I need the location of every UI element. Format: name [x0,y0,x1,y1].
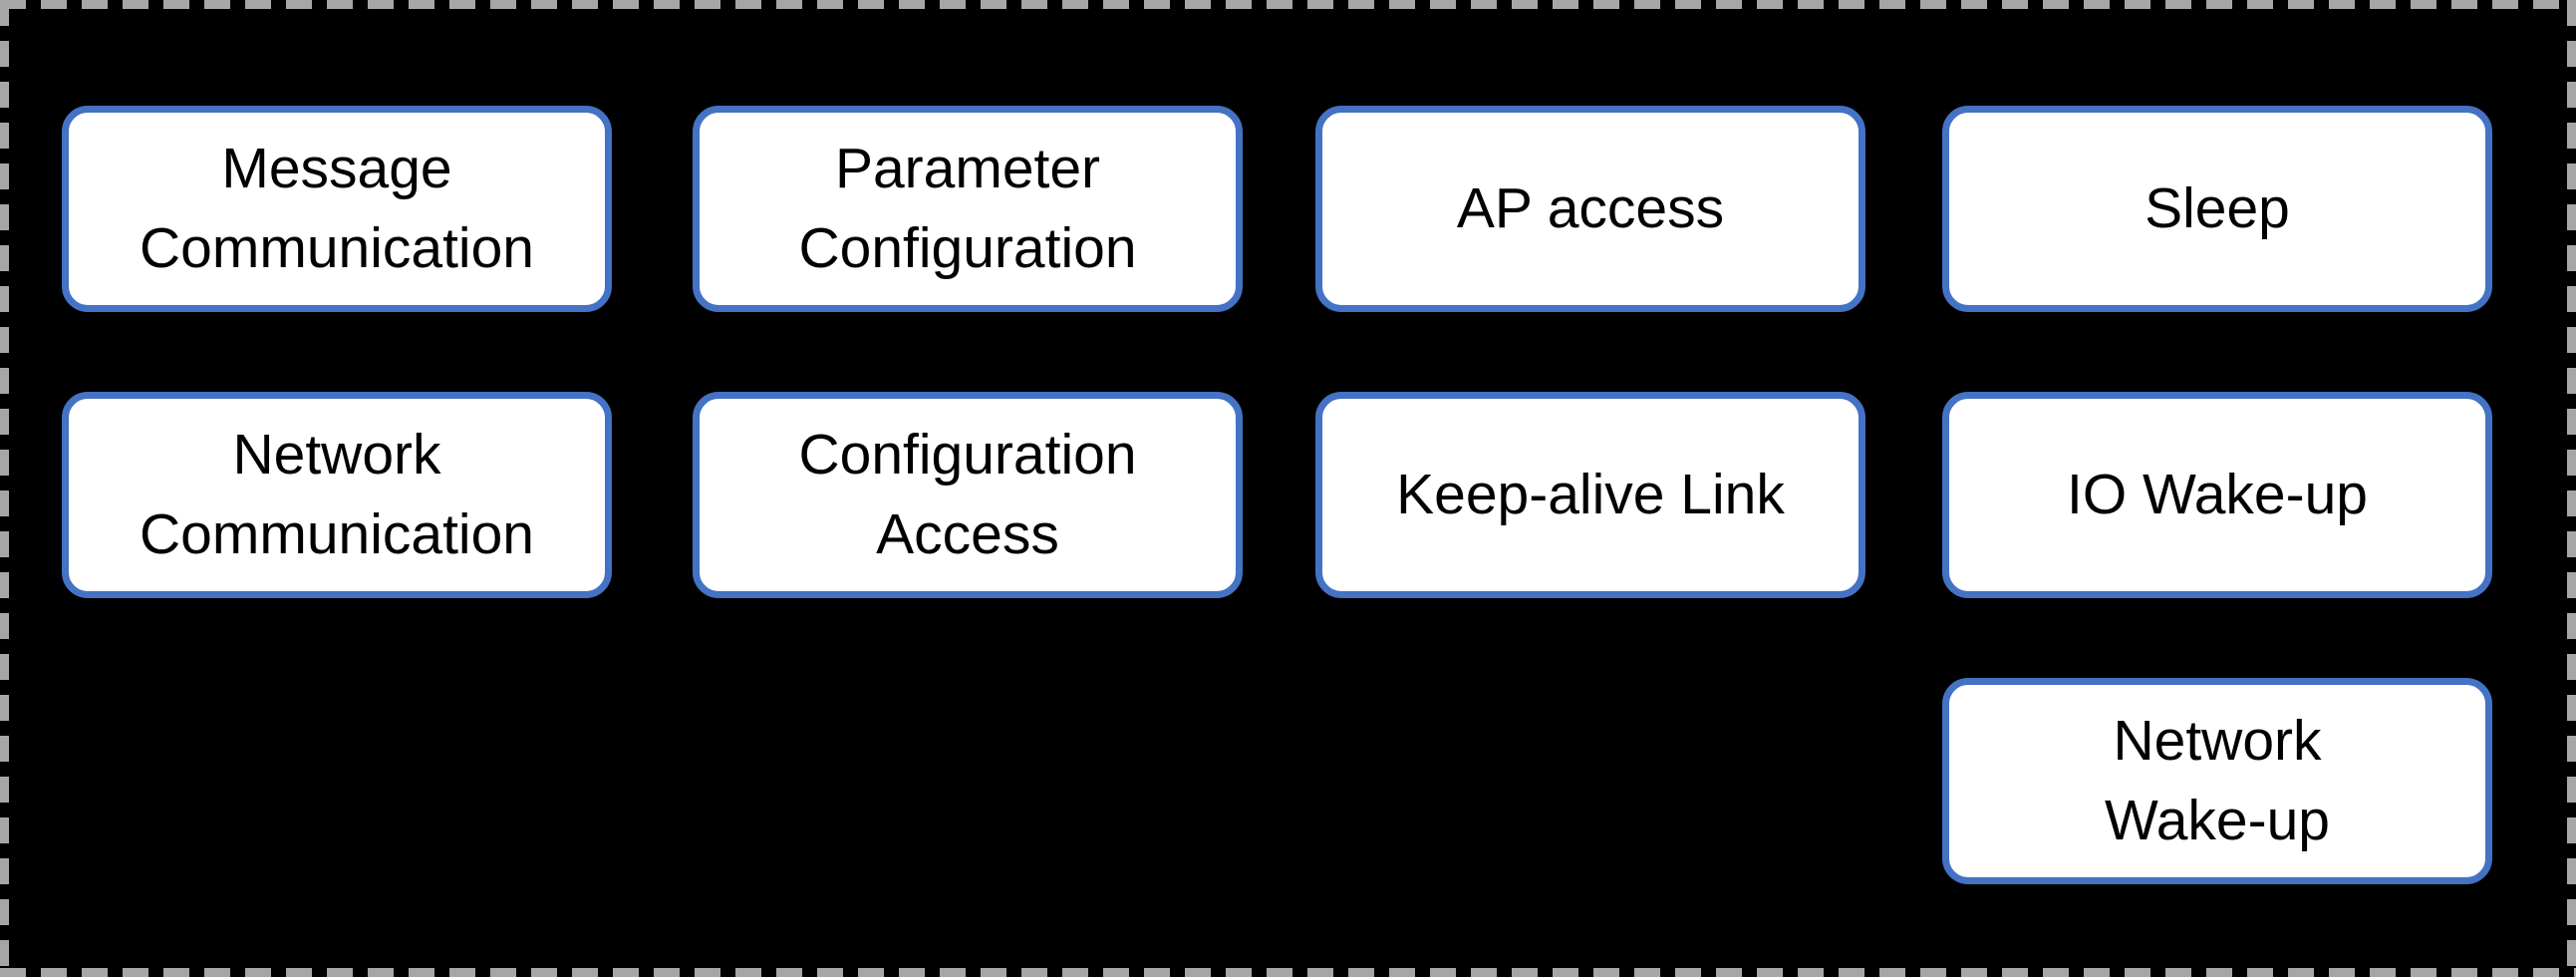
dashed-frame-right [2567,0,2576,977]
node-io-wake-up: IO Wake-up [1942,392,2492,598]
node-network-communication: Network Communication [62,392,612,598]
dashed-frame-top [0,0,2576,9]
node-configuration-access: Configuration Access [693,392,1243,598]
node-network-wake-up: Network Wake-up [1942,678,2492,884]
node-parameter-configuration: Parameter Configuration [693,106,1243,312]
node-sleep: Sleep [1942,106,2492,312]
dashed-frame-bottom [0,968,2576,977]
node-ap-access: AP access [1315,106,1865,312]
dashed-frame-left [0,0,9,977]
node-keep-alive-link: Keep-alive Link [1315,392,1865,598]
node-message-communication: Message Communication [62,106,612,312]
